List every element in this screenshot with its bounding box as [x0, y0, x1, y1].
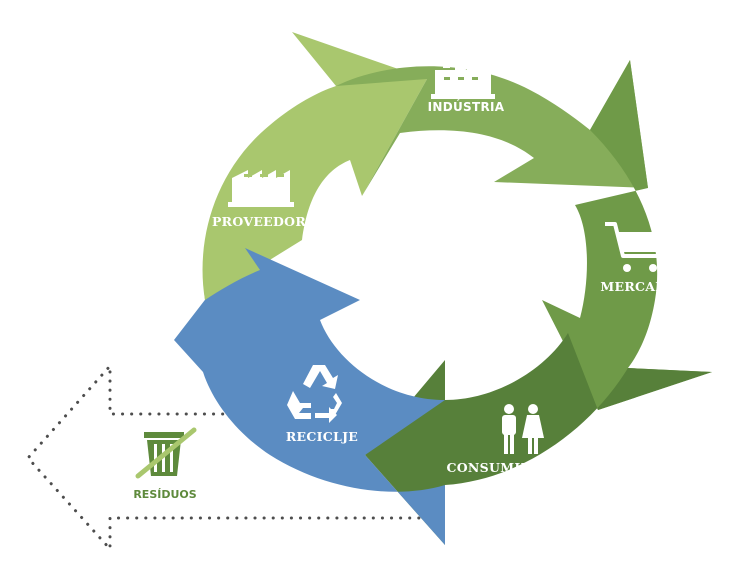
waste-dotted-arrow	[25, 362, 422, 553]
label-industria: INDÚSTRIA	[428, 99, 505, 114]
label-consumidor: CONSUMIDOR	[447, 460, 554, 475]
shopping-cart-icon	[605, 222, 661, 272]
crossed-trash-icon	[135, 427, 197, 479]
factory-icon	[228, 170, 294, 207]
label-mercado: MERCADO	[600, 279, 677, 294]
segment-proveedor	[202, 32, 427, 300]
recycle-icon	[287, 365, 342, 423]
segment-reciclaje	[174, 248, 445, 545]
label-reciclaje: RECICLJE	[286, 429, 358, 444]
people-icon	[502, 404, 544, 454]
segment-industria	[336, 60, 648, 196]
label-proveedor: PROVEEDOR	[212, 214, 306, 229]
label-residuos: RESÍDUOS	[133, 488, 196, 501]
segment-consumidor	[365, 333, 712, 545]
